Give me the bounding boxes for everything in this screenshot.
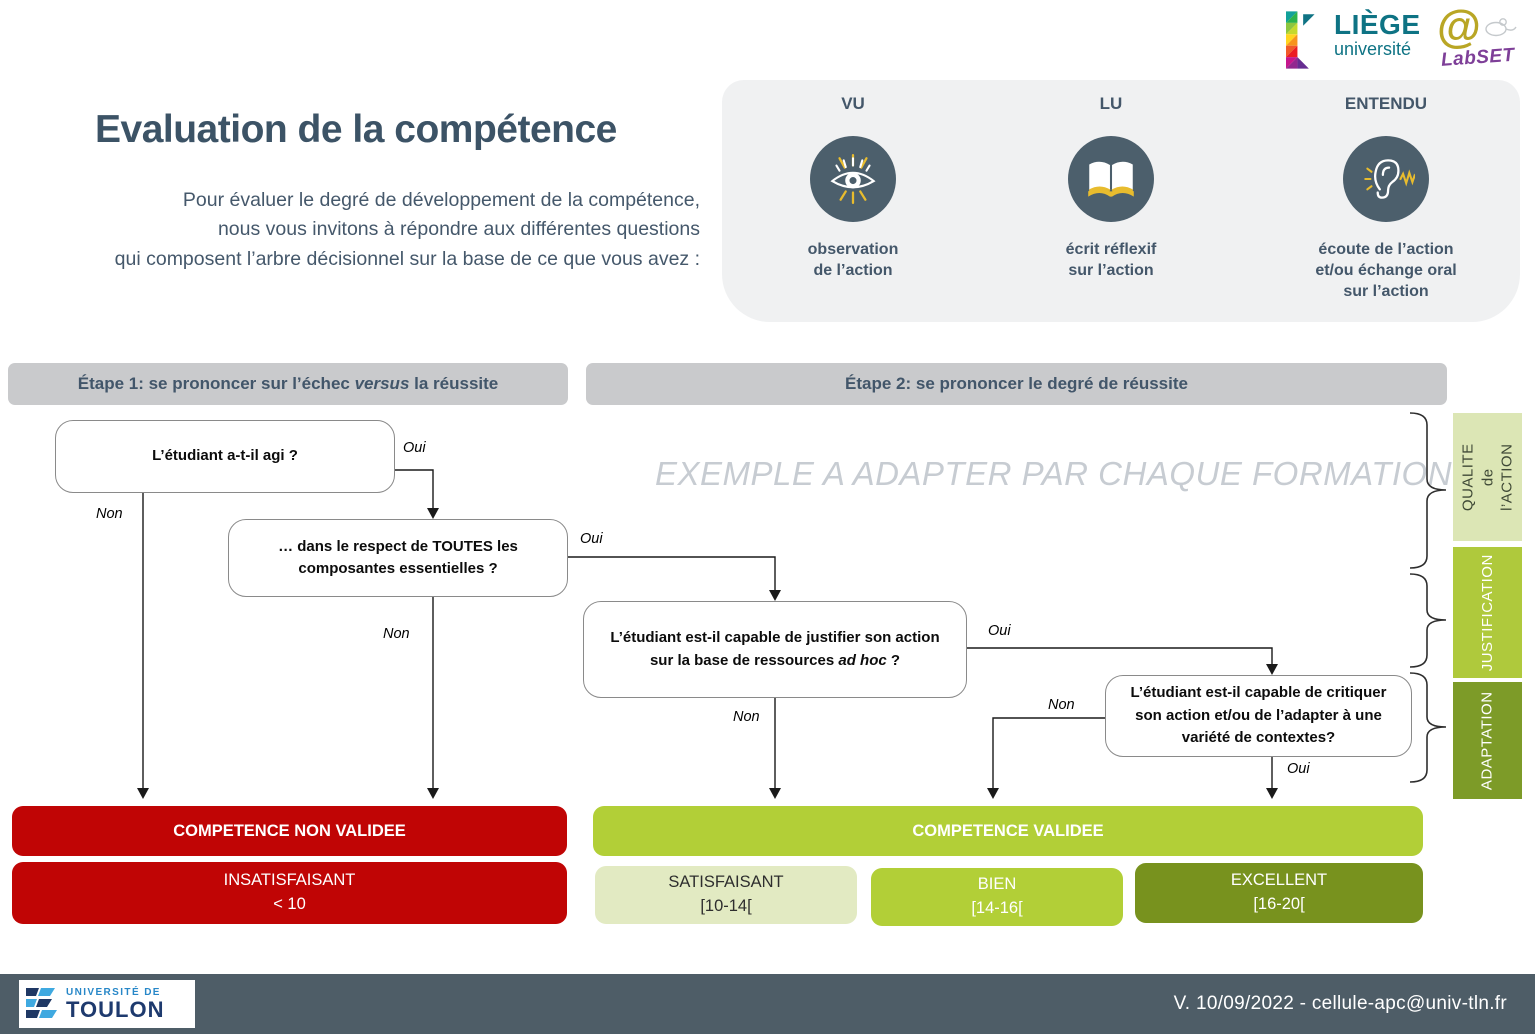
question-text: L’étudiant est-il capable de critiquer s… bbox=[1130, 684, 1387, 747]
evidence-caption: écrit réflexif sur l’action bbox=[1065, 241, 1157, 280]
question-box-essential-components: … dans le respect de TOUTES les composan… bbox=[228, 519, 568, 597]
footer-bar: UNIVERSITÉ DE TOULON V. 10/09/2022 - cel… bbox=[0, 974, 1535, 1034]
evidence-heading: ENTENDU bbox=[1344, 94, 1428, 113]
branch-label-non: Non bbox=[96, 506, 123, 522]
question-text-line1: L’étudiant est-il capable de justifier s… bbox=[610, 629, 940, 646]
grade-label: SATISFAISANT bbox=[668, 873, 784, 892]
step1-italic: versus bbox=[354, 374, 410, 393]
step1-text: Étape 1: se prononcer sur l’échec bbox=[77, 374, 355, 393]
branch-label-oui: Oui bbox=[403, 440, 426, 456]
toulon-line2: TOULON bbox=[66, 997, 165, 1022]
liege-university-logo: LIÈGE université bbox=[1286, 11, 1421, 69]
toulon-university-logo: UNIVERSITÉ DE TOULON bbox=[19, 980, 195, 1028]
branch-label-non: Non bbox=[383, 626, 410, 642]
outcome-validated: COMPETENCE VALIDEE bbox=[593, 806, 1423, 856]
page-title: Evaluation de la compétence bbox=[95, 108, 617, 152]
criteria-text: ADAPTATION bbox=[1478, 691, 1496, 790]
liege-mosaic-icon bbox=[1286, 11, 1315, 69]
grade-range: [16-20[ bbox=[1253, 895, 1305, 913]
grade-satisfaisant: SATISFAISANT [10-14[ bbox=[595, 866, 857, 924]
criteria-label-justification: JUSTIFICATION bbox=[1453, 547, 1522, 678]
outcome-not-validated: COMPETENCE NON VALIDEE bbox=[12, 806, 567, 856]
criteria-label-quality: QUALITE de l’ACTION bbox=[1453, 413, 1522, 541]
grade-range: [10-14[ bbox=[700, 897, 752, 915]
grade-label: EXCELLENT bbox=[1230, 871, 1328, 890]
evidence-item-vu: VU observation de l’action bbox=[760, 92, 946, 281]
branch-label-oui: Oui bbox=[1287, 761, 1310, 777]
evidence-caption: observation de l’action bbox=[807, 241, 899, 280]
evidence-heading: VU bbox=[841, 94, 865, 113]
labset-at-icon: @ bbox=[1437, 1, 1481, 52]
grade-label: BIEN bbox=[977, 875, 1017, 894]
mouse-icon bbox=[1485, 18, 1517, 37]
question-box-acted: L’étudiant a-t-il agi ? bbox=[55, 420, 395, 493]
branch-label-non: Non bbox=[733, 709, 760, 725]
liege-name: LIÈGE bbox=[1334, 9, 1421, 40]
step1-header: Étape 1: se prononcer sur l’échec versus… bbox=[8, 363, 568, 405]
book-icon bbox=[1068, 136, 1154, 222]
grade-insatisfaisant: INSATISFAISANT < 10 bbox=[12, 862, 567, 924]
version-text: V. 10/09/2022 - cellule-apc@univ-tln.fr bbox=[1173, 993, 1507, 1014]
toulon-mark-icon bbox=[26, 988, 57, 1018]
question-text-italic: ad hoc bbox=[838, 651, 887, 669]
question-text: … dans le respect de TOUTES les composan… bbox=[278, 537, 518, 578]
evidence-heading: LU bbox=[1099, 94, 1123, 113]
question-text: sur la base de ressources bbox=[649, 651, 839, 669]
grade-excellent: EXCELLENT [16-20[ bbox=[1135, 863, 1423, 923]
eye-icon bbox=[810, 136, 896, 222]
branch-label-oui: Oui bbox=[580, 531, 603, 547]
question-box-criticize-adapt: L’étudiant est-il capable de critiquer s… bbox=[1105, 675, 1412, 757]
ear-icon bbox=[1343, 136, 1429, 222]
grade-range: [14-16[ bbox=[971, 899, 1023, 917]
question-box-justify: L’étudiant est-il capable de justifier s… bbox=[583, 601, 967, 698]
grade-bien: BIEN [14-16[ bbox=[871, 868, 1123, 926]
question-text-end: ? bbox=[886, 651, 901, 669]
evidence-item-lu: LU écrit réflexif sur l’action bbox=[1018, 92, 1204, 281]
step1-text-end: la réussite bbox=[409, 374, 499, 393]
watermark-text: EXEMPLE A ADAPTER PAR CHAQUE FORMATION bbox=[655, 455, 1453, 492]
question-text: L’étudiant a-t-il agi ? bbox=[152, 447, 298, 465]
criteria-label-adaptation: ADAPTATION bbox=[1453, 682, 1522, 799]
intro-text: Pour évaluer le degré de développement d… bbox=[114, 188, 700, 271]
question-text-line2: sur la base de ressources ad hoc ? bbox=[650, 650, 900, 673]
labset-name: LabSET bbox=[1440, 44, 1516, 71]
toulon-logo-text: UNIVERSITÉ DE TOULON bbox=[66, 987, 164, 1021]
criteria-text: JUSTIFICATION bbox=[1478, 553, 1496, 672]
step2-header: Étape 2: se prononcer le degré de réussi… bbox=[586, 363, 1447, 405]
toulon-line1: UNIVERSITÉ DE bbox=[66, 987, 161, 998]
liege-logo-text: LIÈGE université bbox=[1334, 11, 1421, 60]
labset-logo: @ LabSET bbox=[1437, 1, 1523, 71]
branch-label-non: Non bbox=[1048, 697, 1075, 713]
branch-label-oui: Oui bbox=[988, 623, 1011, 639]
evidence-panel: VU observation de l’action bbox=[722, 80, 1520, 322]
liege-subname: université bbox=[1334, 39, 1412, 59]
evidence-caption: écoute de l’action et/ou échange oral su… bbox=[1315, 241, 1457, 301]
evidence-item-entendu: ENTENDU écoute de l’action et/ou échange… bbox=[1262, 92, 1510, 302]
criteria-text: QUALITE de l’ACTION bbox=[1459, 443, 1516, 511]
